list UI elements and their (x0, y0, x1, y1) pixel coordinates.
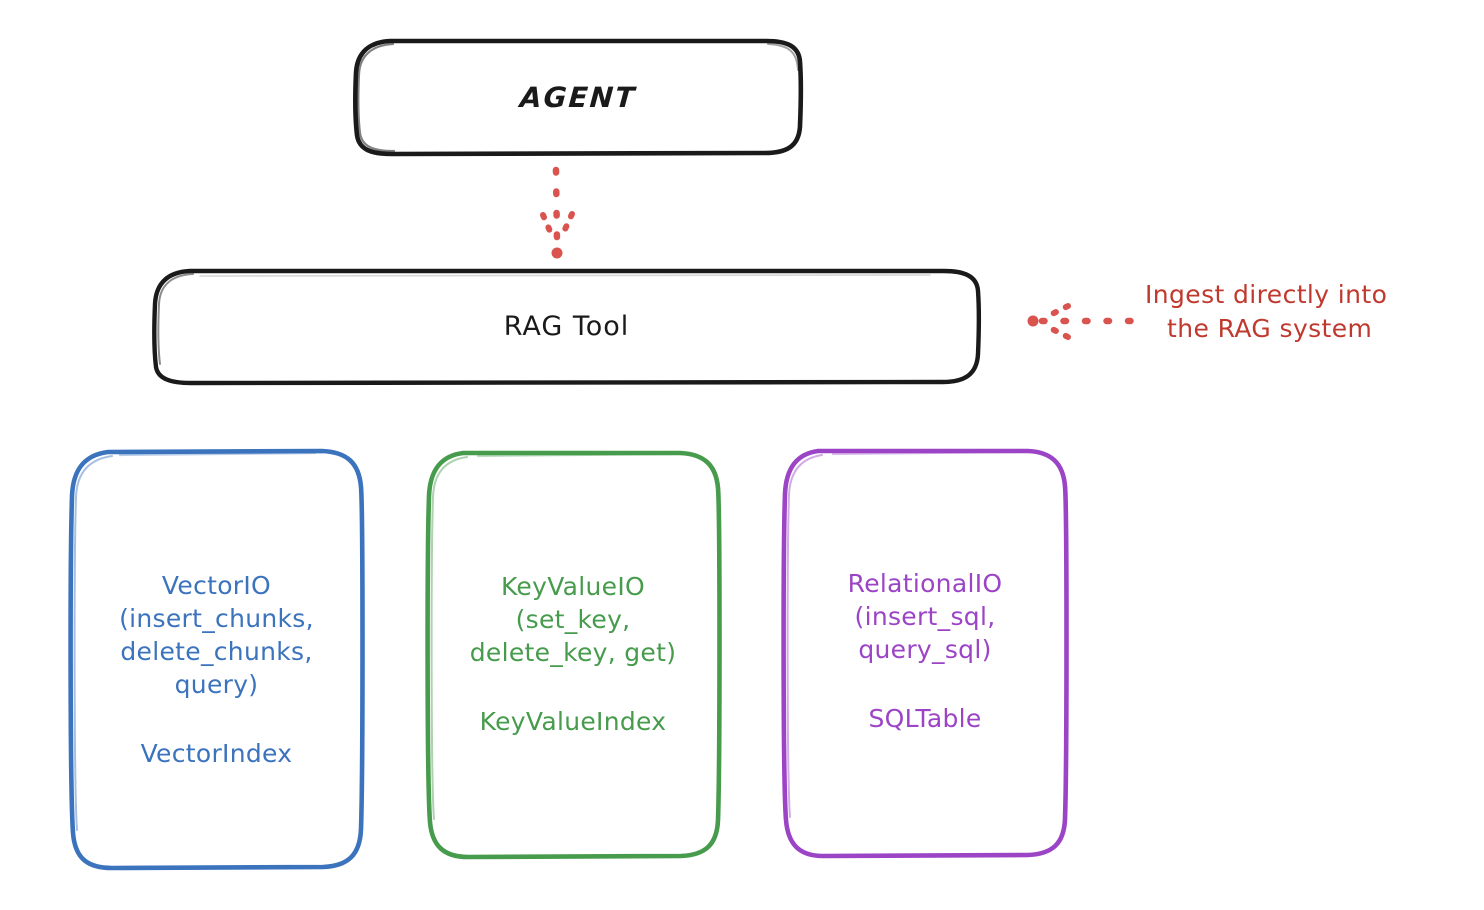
agent-box-outline (353, 38, 804, 157)
ingest-annotation: Ingest directly into the RAG system (1145, 278, 1475, 346)
vector-store-node[interactable]: VectorIO (insert_chunks, delete_chunks, … (72, 450, 361, 870)
keyvalue-store-index-label: KeyValueIndex (479, 707, 667, 736)
keyvalue-store-box-outline (425, 450, 722, 860)
relational-store-api-label: RelationalIO (insert_sql, query_sql) (847, 568, 1003, 664)
rag-tool-box-outline (152, 268, 981, 386)
relational-store-node[interactable]: RelationalIO (insert_sql, query_sql) SQL… (785, 450, 1065, 857)
agent-to-rag-connector (540, 166, 575, 259)
vector-store-index-label: VectorIndex (140, 738, 293, 768)
agent-label: AGENT (519, 81, 638, 114)
vector-store-box-outline (68, 448, 365, 871)
ingest-annotation-line2: the RAG system (1167, 313, 1373, 343)
rag-tool-node[interactable]: RAG Tool (155, 270, 978, 383)
rag-tool-label: RAG Tool (503, 311, 630, 342)
keyvalue-store-node[interactable]: KeyValueIO (set_key, delete_key, get) Ke… (428, 452, 718, 858)
agent-node[interactable]: AGENT (355, 40, 802, 155)
keyvalue-store-api-label: KeyValueIO (set_key, delete_key, get) (469, 572, 677, 667)
ingest-annotation-line1: Ingest directly into (1145, 280, 1388, 309)
relational-store-index-label: SQLTable (868, 703, 982, 733)
vector-store-api-label: VectorIO (insert_chunks, delete_chunks, … (119, 570, 314, 699)
ingest-to-rag-connector (1027, 303, 1136, 340)
relational-store-box-outline (781, 448, 1069, 859)
